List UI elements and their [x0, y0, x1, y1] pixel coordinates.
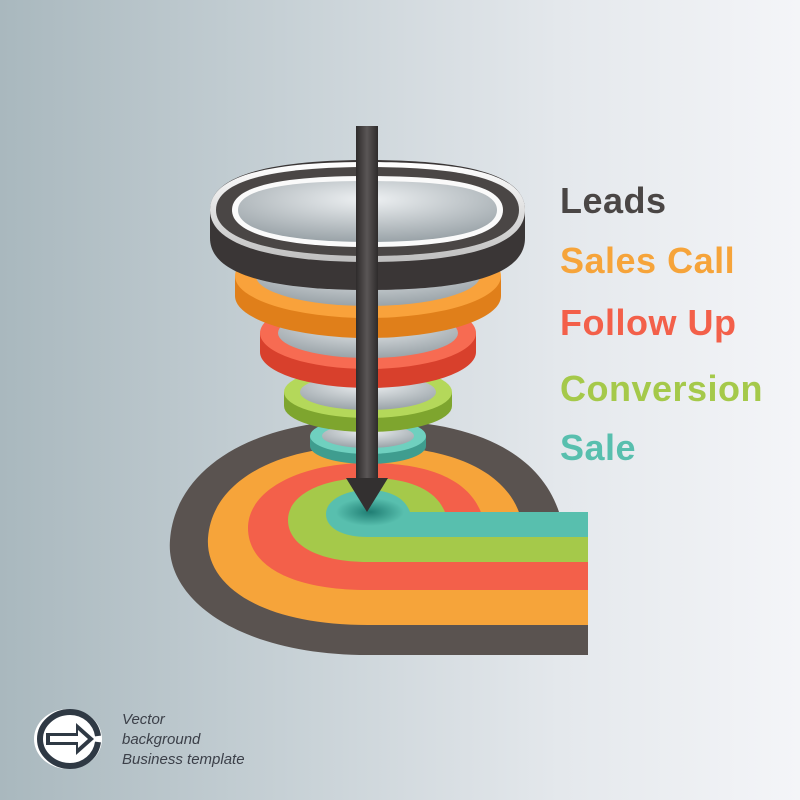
right-arrow-icon [34, 708, 102, 770]
down-arrow-icon [346, 126, 388, 512]
stage-label-leads: Leads [560, 180, 667, 221]
footer-line-1: Vector [122, 711, 165, 728]
footer-caption: Vector background Business template [122, 710, 245, 770]
floor-center-spot [336, 498, 404, 526]
footer-line-2: background [122, 731, 201, 748]
stage-label-sales-call: Sales Call [560, 240, 736, 281]
stage-label-sale: Sale [560, 427, 637, 468]
footer-line-3: Business template [122, 751, 245, 768]
stage-label-conversion: Conversion [560, 368, 764, 409]
stage-label-follow-up: Follow Up [560, 302, 737, 343]
